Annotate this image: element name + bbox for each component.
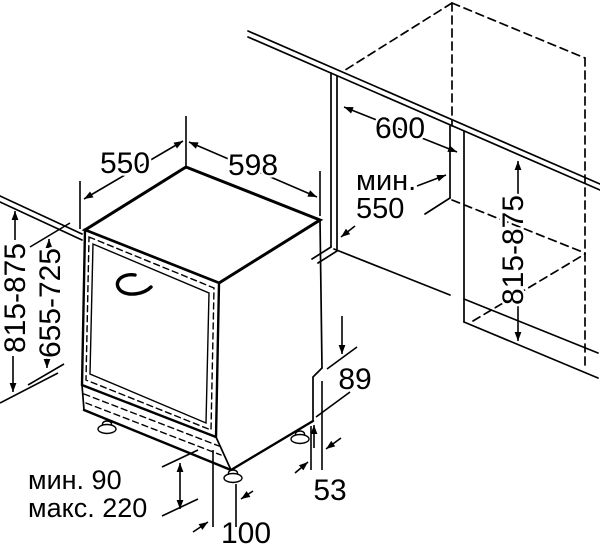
door-handle-recess: [115, 273, 153, 296]
dim-rear-recess-depth: 53: [294, 381, 349, 510]
label-height-right: 815-875: [497, 195, 530, 305]
niche-cabinet-panels: [311, 72, 599, 379]
dim-niche-depth: мин. 550: [340, 163, 447, 238]
worktop-front-line: [0, 195, 83, 235]
label-appliance-depth: 550: [100, 147, 150, 180]
dim-rear-recess-height: 89: [310, 316, 374, 448]
dishwasher: [80, 165, 324, 484]
dim-plinth-height: мин. 90 макс. 220: [26, 449, 199, 526]
label-niche-depth-value: 550: [356, 193, 404, 225]
dim-height-left: 815-875: [0, 211, 59, 404]
dim-appliance-depth: 550: [79, 116, 187, 229]
label-door-panel-height: 655-725: [34, 248, 67, 358]
adjustable-foot-left: [97, 420, 117, 435]
dim-niche-width: 600: [343, 106, 458, 153]
label-plinth-max: макс. 220: [28, 493, 147, 523]
dim-appliance-width: 598: [188, 141, 321, 216]
dim-height-right: 815-875: [495, 161, 533, 341]
label-rear-recess-height: 89: [338, 363, 371, 396]
room-floor-edge: [463, 321, 599, 379]
dim-door-panel-height: 655-725: [27, 222, 71, 386]
label-niche-depth-prefix: мин.: [356, 165, 416, 197]
niche-hidden-outline: [341, 2, 586, 371]
door-inner-edge: [89, 242, 210, 425]
label-foot-offset: 100: [221, 517, 271, 547]
label-appliance-width: 598: [228, 149, 278, 182]
dishwasher-side-panel: [215, 219, 323, 472]
label-niche-width: 600: [375, 112, 425, 145]
adjustable-foot-front: [223, 469, 243, 484]
label-plinth-min: мин. 90: [28, 465, 122, 495]
worktop-rear-line: [247, 30, 600, 185]
niche-floor-edge: [333, 248, 451, 296]
dim-foot-offset: 100: [192, 450, 274, 547]
door-seam-dashed: [85, 235, 215, 432]
label-rear-recess-depth: 53: [313, 474, 346, 507]
adjustable-foot-right: [290, 430, 310, 445]
label-height-left: 815-875: [0, 243, 32, 353]
dishwasher-plinth: [81, 384, 233, 472]
